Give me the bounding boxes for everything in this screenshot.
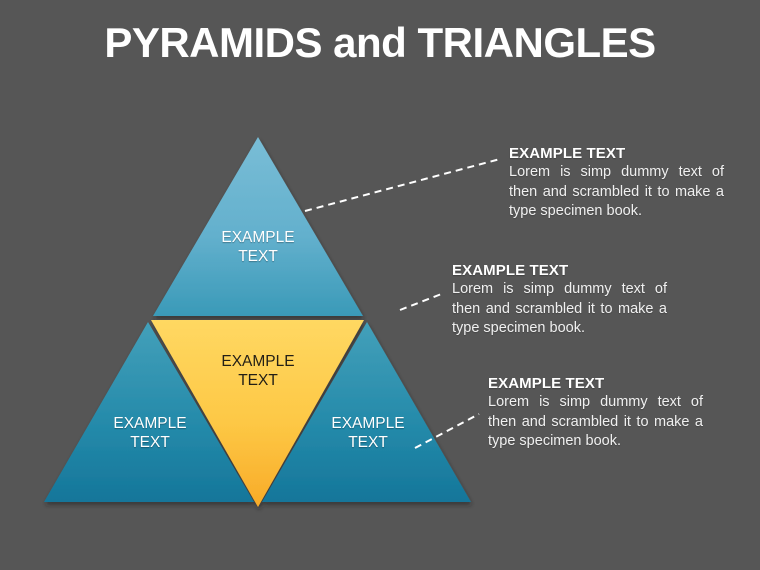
callout-2[interactable]: EXAMPLE TEXT Lorem is simp dummy text of…: [452, 262, 667, 339]
callout-3-body: Lorem is simp dummy text of then and scr…: [488, 394, 703, 449]
callout-3[interactable]: EXAMPLE TEXT Lorem is simp dummy text of…: [488, 375, 703, 452]
pyramid-tier-center[interactable]: [151, 320, 364, 507]
pyramid-tier-top[interactable]: [153, 137, 363, 316]
callout-2-title: EXAMPLE TEXT: [452, 262, 569, 279]
callout-2-body: Lorem is simp dummy text of then and scr…: [452, 281, 667, 336]
pyramid-tier-left[interactable]: [44, 322, 254, 502]
callout-3-title: EXAMPLE TEXT: [488, 375, 605, 392]
connector-line-1: [304, 158, 501, 212]
page-title: PYRAMIDS and TRIANGLES: [104, 19, 656, 66]
callout-1-title: EXAMPLE TEXT: [509, 145, 626, 162]
pyramid-tier-right[interactable]: [262, 322, 471, 502]
connector-line-2: [399, 292, 445, 311]
callout-1-body: Lorem is simp dummy text of then and scr…: [509, 164, 724, 219]
callout-1[interactable]: EXAMPLE TEXT Lorem is simp dummy text of…: [509, 145, 724, 222]
connector-line-3: [414, 413, 480, 449]
